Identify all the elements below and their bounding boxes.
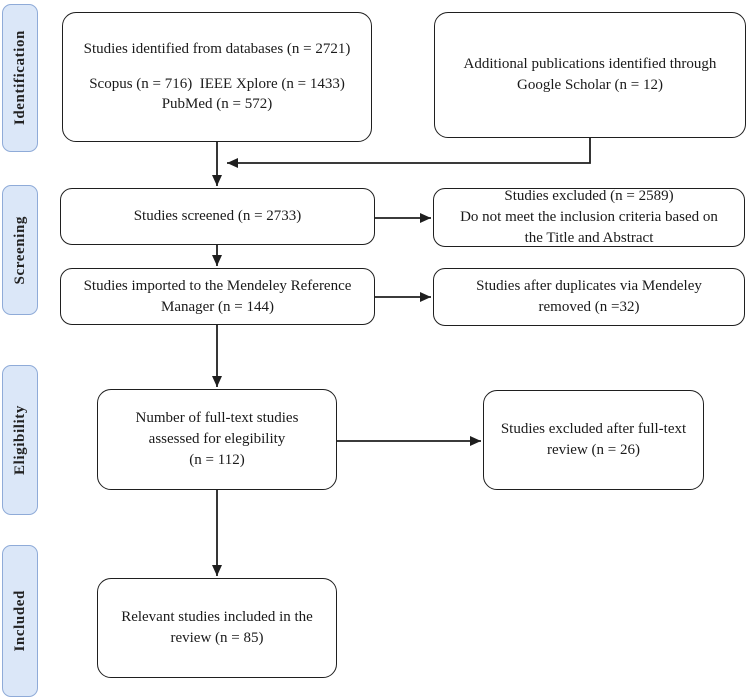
node-studies-imported: Studies imported to the Mendeley Referen… xyxy=(60,268,375,325)
node-studies-included: Relevant studies included in the review … xyxy=(97,578,337,678)
studies-imported-line1: Studies imported to the Mendeley Referen… xyxy=(83,277,352,294)
stage-label-screening-text: Screening xyxy=(11,215,28,285)
excluded-fulltext-line1: Studies excluded after full-text xyxy=(500,421,687,438)
additional-publications-line1: Additional publications identified throu… xyxy=(463,56,717,73)
stage-label-screening: Screening xyxy=(2,185,38,315)
stage-label-identification-text: Identification xyxy=(11,30,28,126)
stage-label-included: Included xyxy=(2,545,38,697)
excluded-screening-count: Studies excluded (n = 2589) xyxy=(504,188,674,205)
node-fulltext-assessed: Number of full-text studies assessed for… xyxy=(97,389,337,490)
node-duplicates-removed: Studies after duplicates via Mendeley re… xyxy=(433,268,745,326)
arrow-additional-to-screened xyxy=(227,138,591,168)
studies-included-line1: Relevant studies included in the xyxy=(121,609,313,626)
studies-included-line2: review (n = 85) xyxy=(170,630,264,646)
excluded-fulltext-line2: review (n = 26) xyxy=(546,442,640,458)
node-additional-publications: Additional publications identified throu… xyxy=(434,12,746,138)
studies-identified-sources: Scopus (n = 716) IEEE Xplore (n = 1433) xyxy=(89,75,345,92)
studies-identified-total: Studies identified from databases (n = 2… xyxy=(83,40,351,57)
node-studies-screened: Studies screened (n = 2733) xyxy=(60,188,375,245)
duplicates-removed-line2: removed (n =32) xyxy=(538,299,640,315)
node-studies-identified: Studies identified from databases (n = 2… xyxy=(62,12,372,142)
stage-label-identification: Identification xyxy=(2,4,38,152)
duplicates-removed-line1: Studies after duplicates via Mendeley xyxy=(476,278,702,295)
stage-label-eligibility-text: Eligibility xyxy=(11,405,28,475)
studies-imported-line2: Manager (n = 144) xyxy=(160,298,274,315)
stage-label-eligibility: Eligibility xyxy=(2,365,38,515)
fulltext-assessed-count: (n = 112) xyxy=(189,451,245,468)
studies-identified-pubmed: PubMed (n = 572) xyxy=(161,96,273,113)
stage-label-included-text: Included xyxy=(11,590,28,652)
excluded-screening-reason1: Do not meet the inclusion criteria based… xyxy=(460,209,718,226)
node-studies-excluded-screening: Studies excluded (n = 2589) Do not meet … xyxy=(433,188,745,247)
node-excluded-fulltext: Studies excluded after full-text review … xyxy=(483,390,704,490)
fulltext-assessed-line1: Number of full-text studies xyxy=(135,410,299,427)
excluded-screening-reason2: the Title and Abstract xyxy=(524,229,654,246)
fulltext-assessed-line2: assessed for elegibility xyxy=(148,431,286,448)
studies-screened-text: Studies screened (n = 2733) xyxy=(133,208,302,225)
additional-publications-line2: Google Scholar (n = 12) xyxy=(517,77,663,93)
